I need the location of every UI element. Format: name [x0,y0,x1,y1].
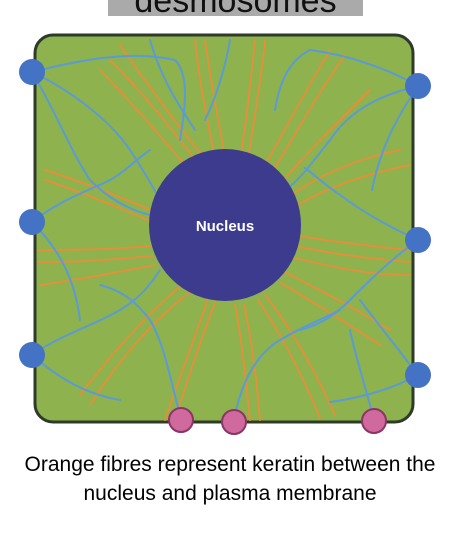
filaments [31,39,419,422]
desmosome-left-top [19,59,45,85]
caption: Orange fibres represent keratin between … [24,453,436,505]
desmosome-right-bottom [405,362,431,388]
keratin-fibres [37,39,411,421]
hemidesmosomes [168,407,387,435]
hemidesmosome-3 [361,408,387,434]
hemidesmosome-2 [221,409,247,435]
desmosomes [19,59,431,388]
nucleus-label: Nucleus [196,218,254,235]
cell-diagram: Nucleus [19,33,431,435]
nucleus [149,149,301,301]
desmosome-right-middle [405,227,431,253]
title-text: desmosomes [108,0,363,16]
hemidesmosome-1 [168,407,194,433]
desmosome-left-middle [19,209,45,235]
desmosome-left-bottom [19,342,45,368]
desmosome-right-top [405,73,431,99]
title-banner: desmosomes [108,0,363,16]
